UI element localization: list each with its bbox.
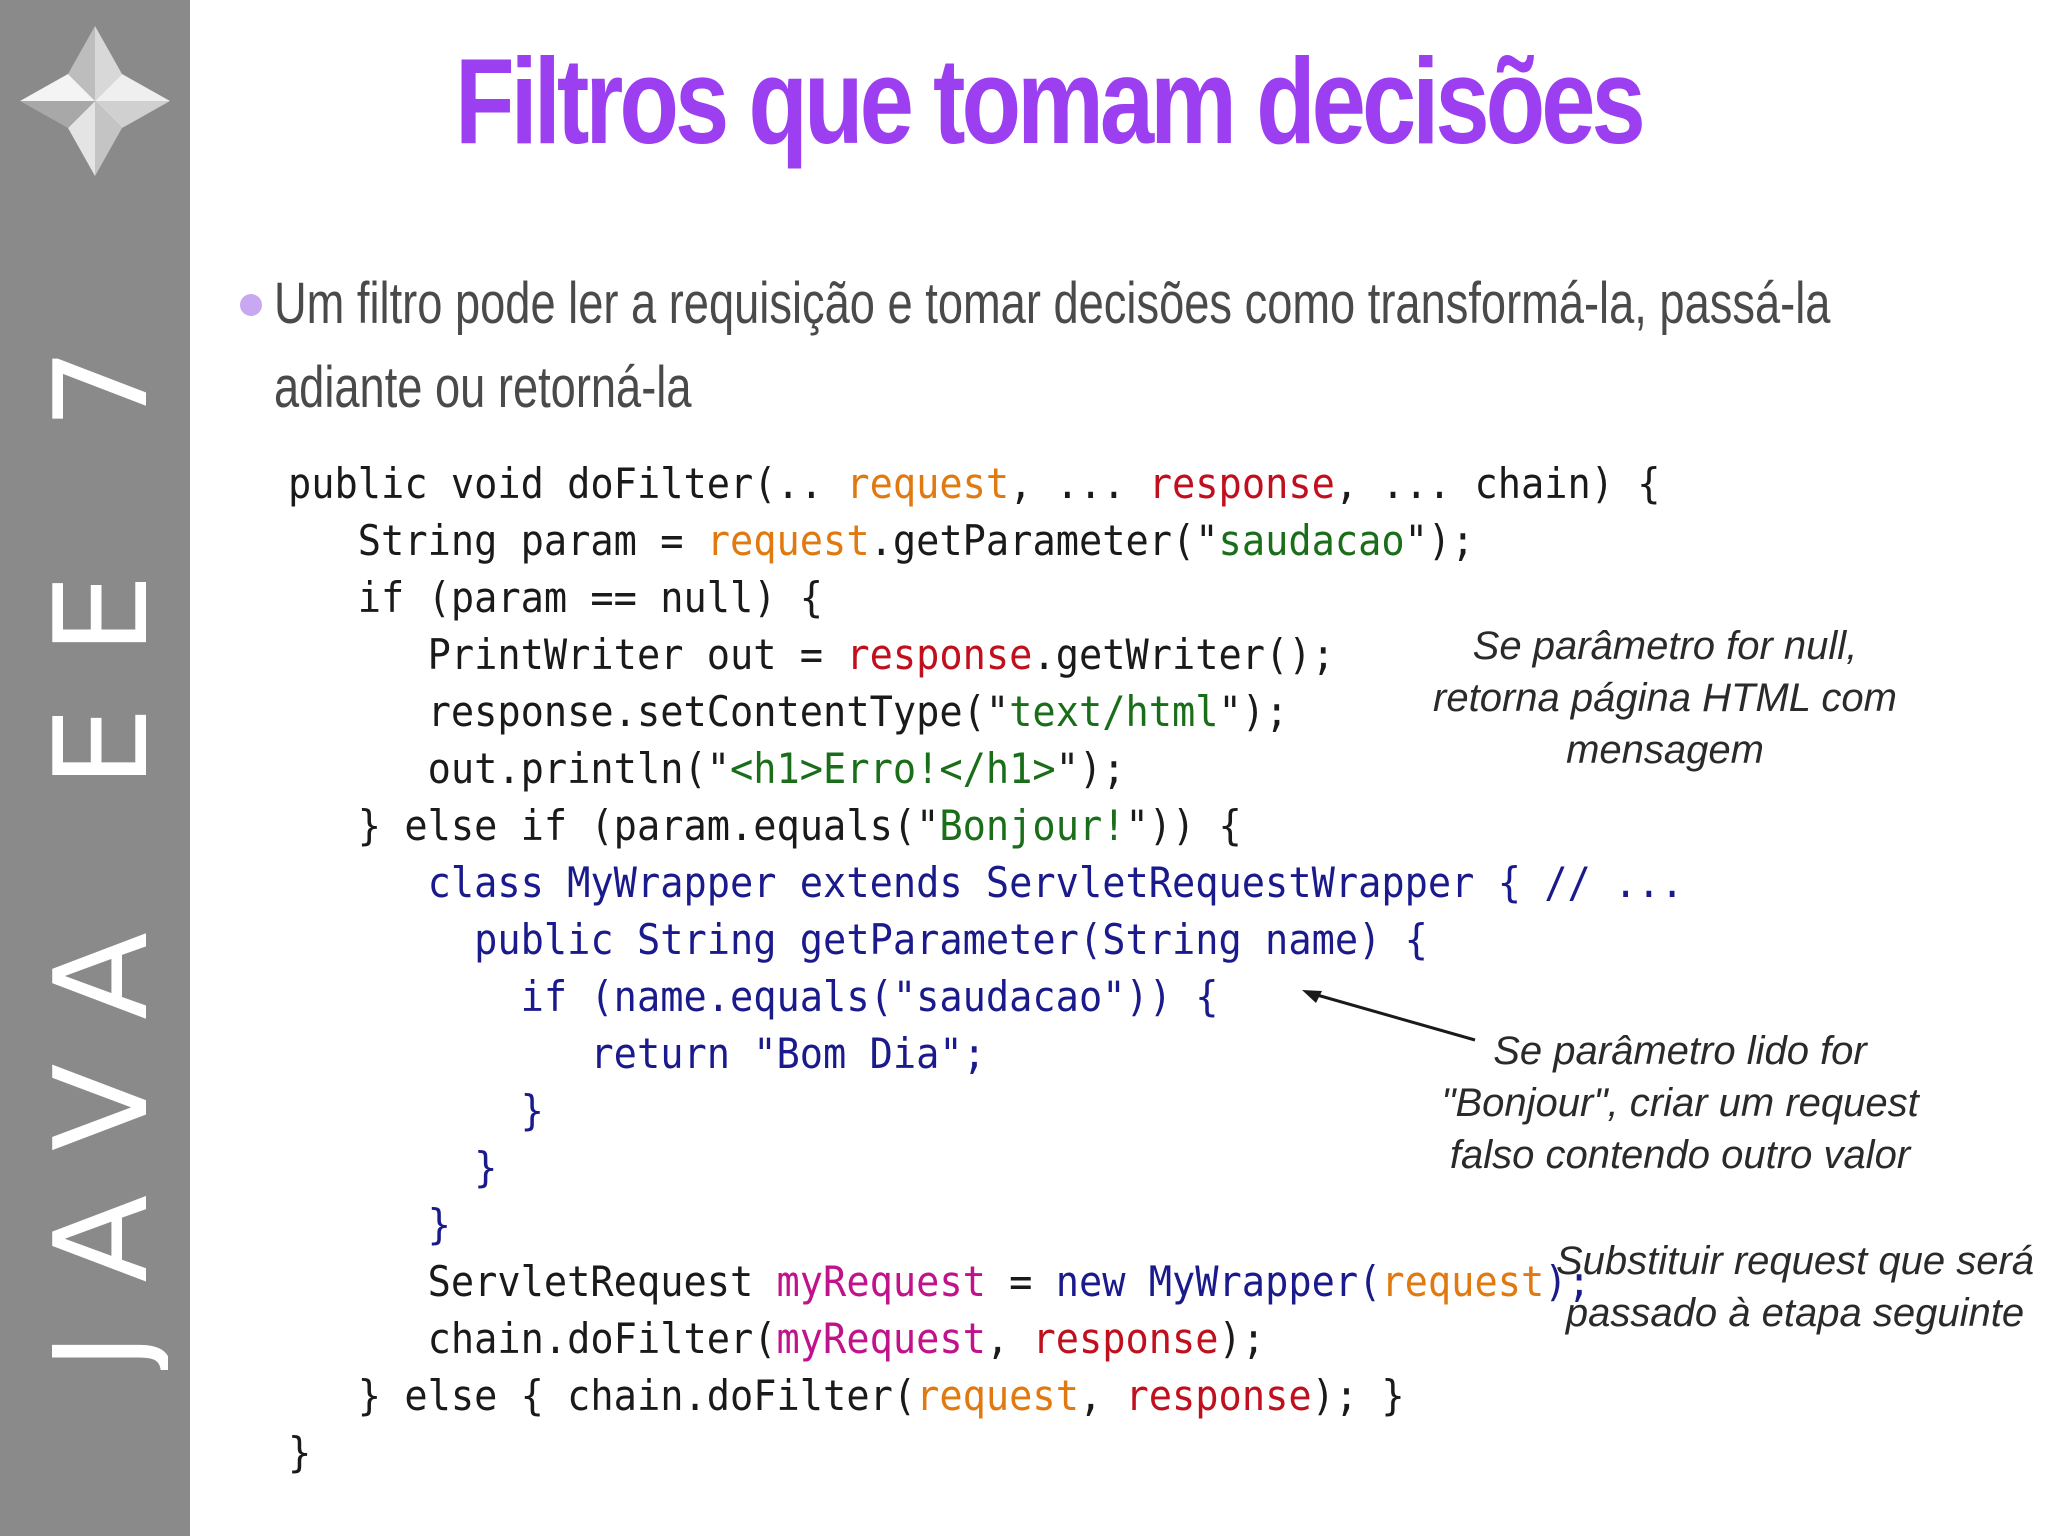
code-token: .getWriter(); — [1032, 630, 1335, 679]
note-substitute-request: Substituir request que será passado à et… — [1555, 1239, 2035, 1335]
code-token: out.println(" — [288, 744, 731, 793]
code-token: response.setContentType(" — [288, 687, 1010, 736]
code-token: class MyWrapper extends ServletRequestWr… — [288, 858, 1684, 907]
code-line: } else { chain.doFilter(request, respons… — [288, 1367, 1684, 1424]
code-line: return "Bom Dia"; — [288, 1025, 1684, 1082]
code-line: PrintWriter out = response.getWriter(); — [288, 626, 1684, 683]
note-bonjour-case: Se parâmetro lido for "Bonjour", criar u… — [1441, 1029, 1919, 1177]
code-token: , ... — [1009, 459, 1149, 508]
code-token: ); — [1218, 1314, 1266, 1363]
bullet-text: Um filtro pode ler a requisição e tomar … — [274, 271, 1831, 420]
code-line: } — [288, 1196, 1684, 1253]
code-token: chain.doFilter( — [288, 1314, 777, 1363]
code-token: text/html — [1009, 687, 1219, 736]
code-line: } — [288, 1139, 1684, 1196]
code-token: return "Bom Dia"; — [288, 1029, 986, 1078]
code-token: new MyWrapper( — [1055, 1257, 1382, 1306]
java-ee-7-vertical-text: JAVA EE 7 — [28, 296, 168, 1370]
code-line: public String getParameter(String name) … — [288, 911, 1684, 968]
code-line: } else if (param.equals("Bonjour!")) { — [288, 797, 1684, 854]
code-token: request — [706, 516, 870, 565]
code-token: saudacao — [1218, 516, 1405, 565]
arrow-icon — [1302, 990, 1476, 1042]
code-token: myRequest — [776, 1314, 986, 1363]
sidebar: JAVA EE 7 — [0, 0, 190, 1536]
code-token: request — [846, 459, 1010, 508]
code-line: response.setContentType("text/html"); — [288, 683, 1684, 740]
code-token: Bonjour! — [939, 801, 1126, 850]
code-line: if (param == null) { — [288, 569, 1684, 626]
code-line: public void doFilter(.. request, ... res… — [288, 455, 1684, 512]
code-line: if (name.equals("saudacao")) { — [288, 968, 1684, 1025]
code-block: public void doFilter(.. request, ... res… — [288, 455, 1684, 1481]
code-token: } — [288, 1428, 312, 1477]
code-token: PrintWriter out = — [288, 630, 847, 679]
vertical-text: JAVA EE 7 — [28, 296, 168, 1370]
code-line: class MyWrapper extends ServletRequestWr… — [288, 854, 1684, 911]
code-line: String param = request.getParameter("sau… — [288, 512, 1684, 569]
code-token: , ... chain) { — [1334, 459, 1661, 508]
java-ee-star-logo-icon — [20, 26, 170, 176]
code-token: String param = — [288, 516, 707, 565]
code-token: } — [288, 1200, 451, 1249]
code-line: out.println("<h1>Erro!</h1>"); — [288, 740, 1684, 797]
code-line: chain.doFilter(myRequest, response); — [288, 1310, 1684, 1367]
code-token: public void doFilter(.. — [288, 459, 847, 508]
code-token: .getParameter(" — [869, 516, 1219, 565]
code-token: public String getParameter(String name) … — [288, 915, 1428, 964]
code-token: "); — [1218, 687, 1289, 736]
code-token: if (name.equals("saudacao")) { — [288, 972, 1219, 1021]
code-token: ")) { — [1125, 801, 1242, 850]
code-token: , — [985, 1314, 1033, 1363]
code-token: } else if (param.equals(" — [288, 801, 940, 850]
code-token: response — [1125, 1371, 1312, 1420]
code-line: ServletRequest myRequest = new MyWrapper… — [288, 1253, 1684, 1310]
code-token: if (param == null) { — [288, 573, 824, 622]
code-token: ServletRequest — [288, 1257, 777, 1306]
code-line: } — [288, 1424, 1684, 1481]
code-token: myRequest — [776, 1257, 986, 1306]
code-token: request — [1381, 1257, 1545, 1306]
code-token: } — [288, 1086, 544, 1135]
code-token: = — [985, 1257, 1056, 1306]
code-token: response — [1148, 459, 1335, 508]
code-token: } — [288, 1143, 498, 1192]
bullet-item: Um filtro pode ler a requisição e tomar … — [240, 262, 1920, 430]
code-token: "); — [1055, 744, 1126, 793]
code-token: ); — [1544, 1257, 1591, 1306]
note-null-case: Se parâmetro for null, retorna página HT… — [1433, 624, 1897, 772]
code-token: } else { chain.doFilter( — [288, 1371, 917, 1420]
code-line: } — [288, 1082, 1684, 1139]
code-token: <h1>Erro!</h1> — [730, 744, 1056, 793]
slide-title: Filtros que tomam decisões — [455, 33, 1646, 169]
code-token: , — [1078, 1371, 1126, 1420]
code-token: response — [846, 630, 1033, 679]
bullet-dot-icon — [240, 294, 262, 316]
code-token: ); } — [1311, 1371, 1405, 1420]
code-token: "); — [1404, 516, 1475, 565]
code-token: response — [1032, 1314, 1219, 1363]
code-token: request — [916, 1371, 1079, 1420]
